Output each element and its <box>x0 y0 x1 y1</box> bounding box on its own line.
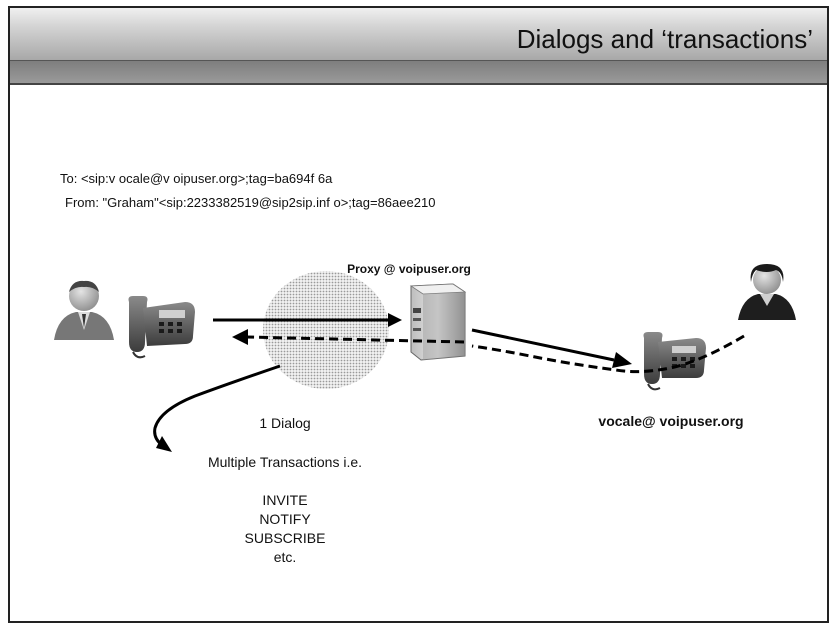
network-cloud-icon <box>263 271 389 389</box>
slide-title: Dialogs and ‘transactions’ <box>516 24 813 54</box>
transactions-label: Multiple Transactions i.e. <box>207 454 363 470</box>
proxy-label: Proxy @ voipuser.org <box>347 262 471 276</box>
proxy-server-icon <box>409 283 467 361</box>
transaction-item: NOTIFY <box>259 511 311 527</box>
callee-desk-phone-icon <box>643 332 706 391</box>
sip-diagram <box>54 264 796 452</box>
request-arrow-to-proxy <box>213 313 402 327</box>
request-arrow-to-callee <box>471 328 632 368</box>
dialog-curve-arrow <box>153 364 281 452</box>
slide: Dialogs and ‘transactions’ <box>8 6 829 623</box>
response-arrow-to-caller <box>232 329 465 345</box>
caller-desk-phone-icon <box>128 296 195 359</box>
transaction-item: INVITE <box>262 492 308 508</box>
transaction-list: INVITE NOTIFY SUBSCRIBE etc. <box>245 491 326 567</box>
title-bar: Dialogs and ‘transactions’ <box>10 8 827 61</box>
dialog-label: 1 Dialog <box>259 415 311 431</box>
title-underbar <box>10 61 827 85</box>
caller-user-icon <box>54 280 114 340</box>
to-header-line: To: <sip:v ocale@v oipuser.org>;tag=ba69… <box>60 171 333 186</box>
callee-address-label: vocale@ voipuser.org <box>598 413 744 429</box>
callee-user-icon <box>738 264 796 320</box>
transaction-item: SUBSCRIBE <box>244 530 326 546</box>
transaction-item: etc. <box>273 549 297 565</box>
from-header-line: From: "Graham"<sip:2233382519@sip2sip.in… <box>65 195 436 210</box>
